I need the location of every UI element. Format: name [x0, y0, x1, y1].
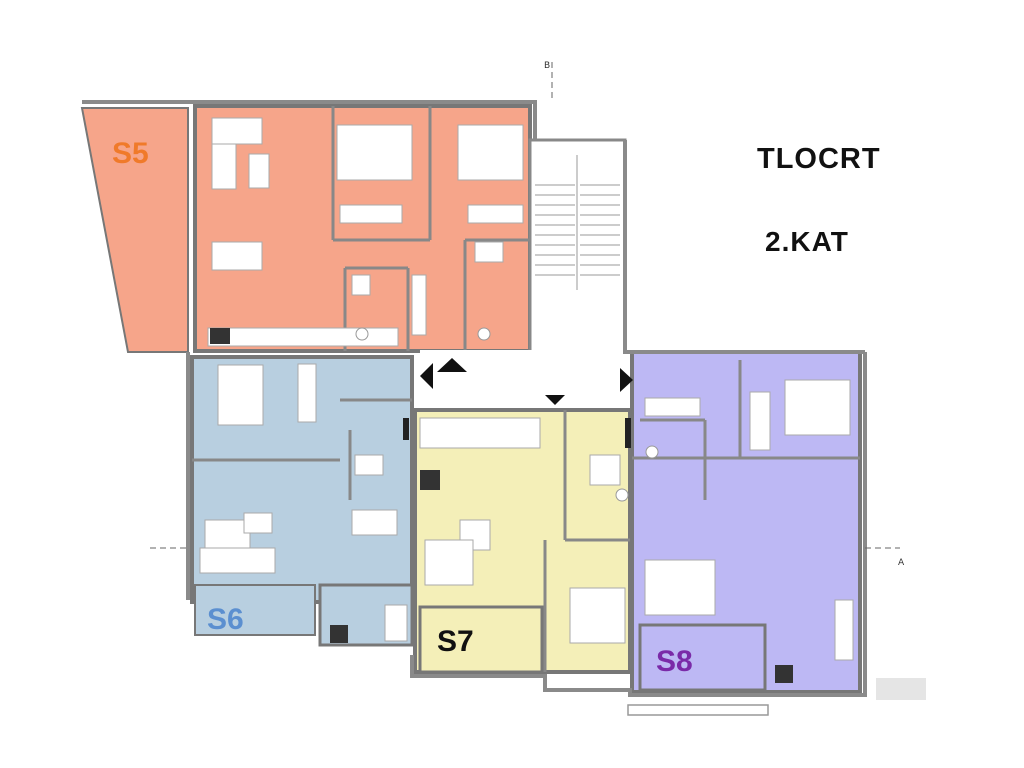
unit-label-s5: S5: [112, 137, 149, 170]
s6-balcony: [194, 584, 316, 636]
arrow-up: [437, 358, 467, 372]
arrow-left: [420, 363, 433, 389]
exterior-walls: [82, 100, 867, 697]
unit-label-s6: S6: [207, 603, 244, 636]
arrow-right: [620, 368, 633, 392]
section-lines: [150, 62, 900, 549]
floor-label: 2.KAT: [765, 226, 849, 257]
door-marker-left: [403, 418, 409, 440]
s7-balcony: [418, 605, 544, 674]
arrow-down: [545, 395, 565, 405]
unit-s8-area: [630, 350, 862, 694]
lower-step: [627, 704, 769, 716]
section-marker-b: B: [544, 61, 550, 71]
unit-s7-area: [413, 408, 632, 674]
unit-label-s7: S7: [437, 625, 474, 658]
plan-title: TLOCRT: [757, 143, 881, 175]
logo-mark: [876, 678, 926, 700]
stairwell: [420, 138, 630, 410]
unit-s5-area: [80, 104, 532, 353]
section-marker-a: A: [898, 558, 905, 568]
s8-balcony: [638, 623, 767, 692]
unit-label-s8: S8: [656, 645, 693, 678]
unit-s6-area: [190, 355, 414, 647]
door-marker-right: [625, 418, 631, 448]
